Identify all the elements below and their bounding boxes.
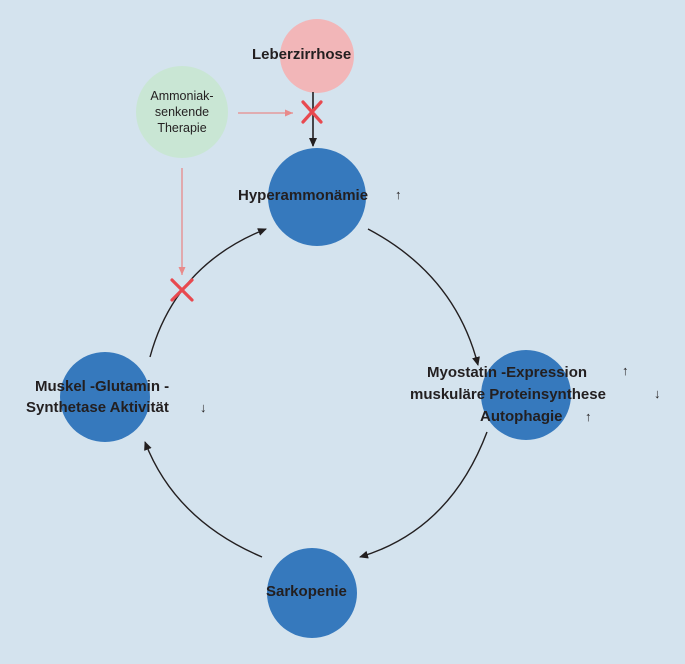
- autophagie-up-indicator: ↑: [585, 409, 592, 424]
- glutamin-label-line-2: Synthetase Aktivität: [26, 399, 169, 416]
- sarkopenie-node: [267, 548, 357, 638]
- proteinsynthese-label: muskuläre Proteinsynthese: [410, 386, 606, 403]
- glutamin-down-indicator: ↓: [200, 400, 207, 415]
- myostatin-up-indicator: ↑: [622, 363, 629, 378]
- therapie-label: Ammoniak- senkende Therapie: [138, 88, 226, 136]
- glutamin-node: [60, 352, 150, 442]
- sarkopenie-label: Sarkopenie: [266, 583, 347, 600]
- therapie-line-2: senkende: [154, 105, 210, 119]
- sarkopenie-to-glutamin-arrow: [144, 441, 263, 558]
- myostatin-label: Myostatin -Expression: [427, 364, 588, 381]
- therapie-line-1: Ammoniak-: [150, 89, 214, 103]
- leberzirrhose-label: Leberzirrhose: [252, 46, 352, 63]
- myostatin-node: [481, 350, 571, 440]
- hyperammonaemie-label: Hyperammonämie: [238, 187, 369, 204]
- hyper-to-myostatin-arrow: [367, 228, 480, 366]
- hyperammonaemie-node: [268, 148, 366, 246]
- autophagie-label: Autophagie: [480, 408, 563, 425]
- hyperammonaemie-up-indicator: ↑: [395, 187, 402, 202]
- glutamin-label-line-1: Muskel -Glutamin -: [35, 378, 170, 395]
- proteinsynthese-down-indicator: ↓: [654, 386, 661, 401]
- inhibit-x-icon: [301, 100, 323, 124]
- glutamin-to-hyper-arrow: [149, 228, 267, 358]
- therapie-line-3: Therapie: [157, 121, 207, 135]
- therapie-node: [136, 66, 228, 158]
- inhibit-x-icon: [170, 278, 194, 302]
- leberzirrhose-node: [280, 19, 354, 93]
- myostatin-to-sarkopenie-arrow: [359, 431, 488, 559]
